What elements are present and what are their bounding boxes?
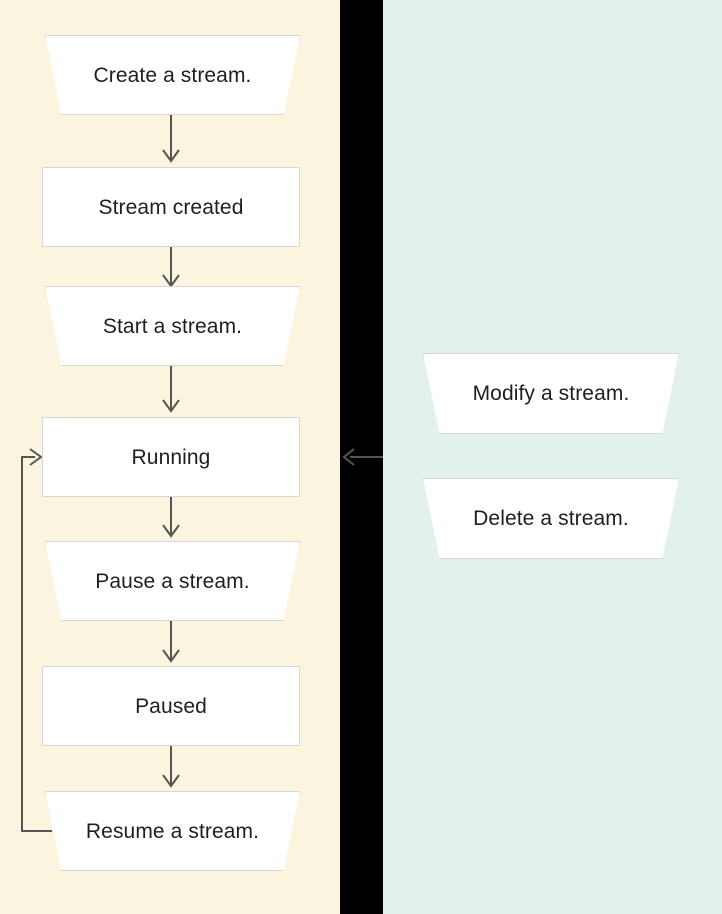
node-modify-a-stream[interactable]: Modify a stream.	[423, 353, 679, 434]
node-create-a-stream[interactable]: Create a stream.	[45, 35, 300, 115]
node-running[interactable]: Running	[42, 417, 300, 497]
node-stream-created[interactable]: Stream created	[42, 167, 300, 247]
operations-panel	[383, 0, 722, 914]
node-start-a-stream[interactable]: Start a stream.	[45, 286, 300, 366]
trapezoid-shape	[45, 286, 300, 366]
node-delete-a-stream[interactable]: Delete a stream.	[423, 478, 679, 559]
node-paused[interactable]: Paused	[42, 666, 300, 746]
node-label: Create a stream.	[93, 63, 252, 87]
trapezoid-shape	[45, 541, 300, 621]
node-resume-a-stream[interactable]: Resume a stream.	[45, 791, 300, 871]
node-label: Running	[131, 445, 211, 469]
node-label: Paused	[135, 694, 207, 718]
panel-divider	[340, 0, 383, 914]
node-label: Delete a stream.	[473, 507, 629, 530]
node-label: Start a stream.	[102, 314, 243, 338]
node-pause-a-stream[interactable]: Pause a stream.	[45, 541, 300, 621]
node-label: Stream created	[98, 195, 244, 219]
trapezoid-shape	[45, 35, 300, 115]
node-label: Resume a stream.	[85, 819, 260, 843]
trapezoid-shape	[45, 791, 300, 871]
node-label: Modify a stream.	[472, 382, 630, 405]
trapezoid-shape	[423, 353, 679, 434]
node-label: Pause a stream.	[95, 569, 250, 593]
